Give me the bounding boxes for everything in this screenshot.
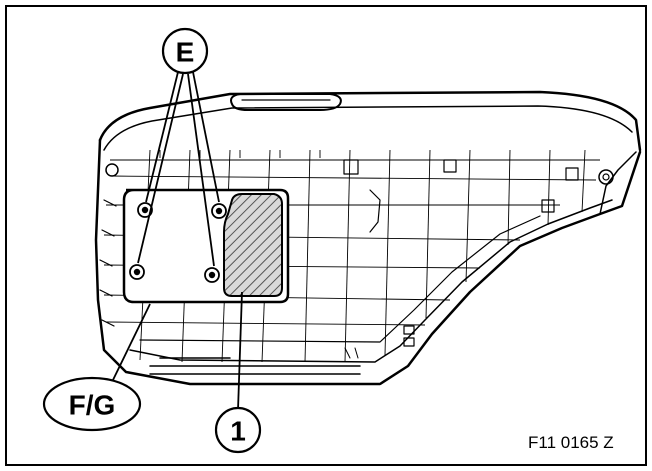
screw-e-4 bbox=[204, 267, 220, 283]
glovebox-assembly bbox=[94, 90, 642, 386]
screw-e-3 bbox=[129, 264, 145, 280]
callout-e: E bbox=[161, 27, 209, 75]
leader-lines-e bbox=[137, 71, 220, 267]
screw-e-2 bbox=[211, 203, 227, 219]
screw-e-1 bbox=[137, 202, 153, 218]
callout-fg-label: F/G bbox=[69, 390, 116, 421]
hatched-part-1 bbox=[223, 193, 283, 297]
callout-fg: F/G bbox=[42, 376, 142, 432]
leader-line-fg bbox=[111, 303, 151, 383]
callout-1: 1 bbox=[214, 406, 262, 454]
figure-id: F11 0165 Z bbox=[528, 433, 614, 452]
callout-e-label: E bbox=[176, 37, 195, 68]
leader-line-1 bbox=[237, 291, 243, 411]
callout-1-label: 1 bbox=[230, 416, 246, 447]
